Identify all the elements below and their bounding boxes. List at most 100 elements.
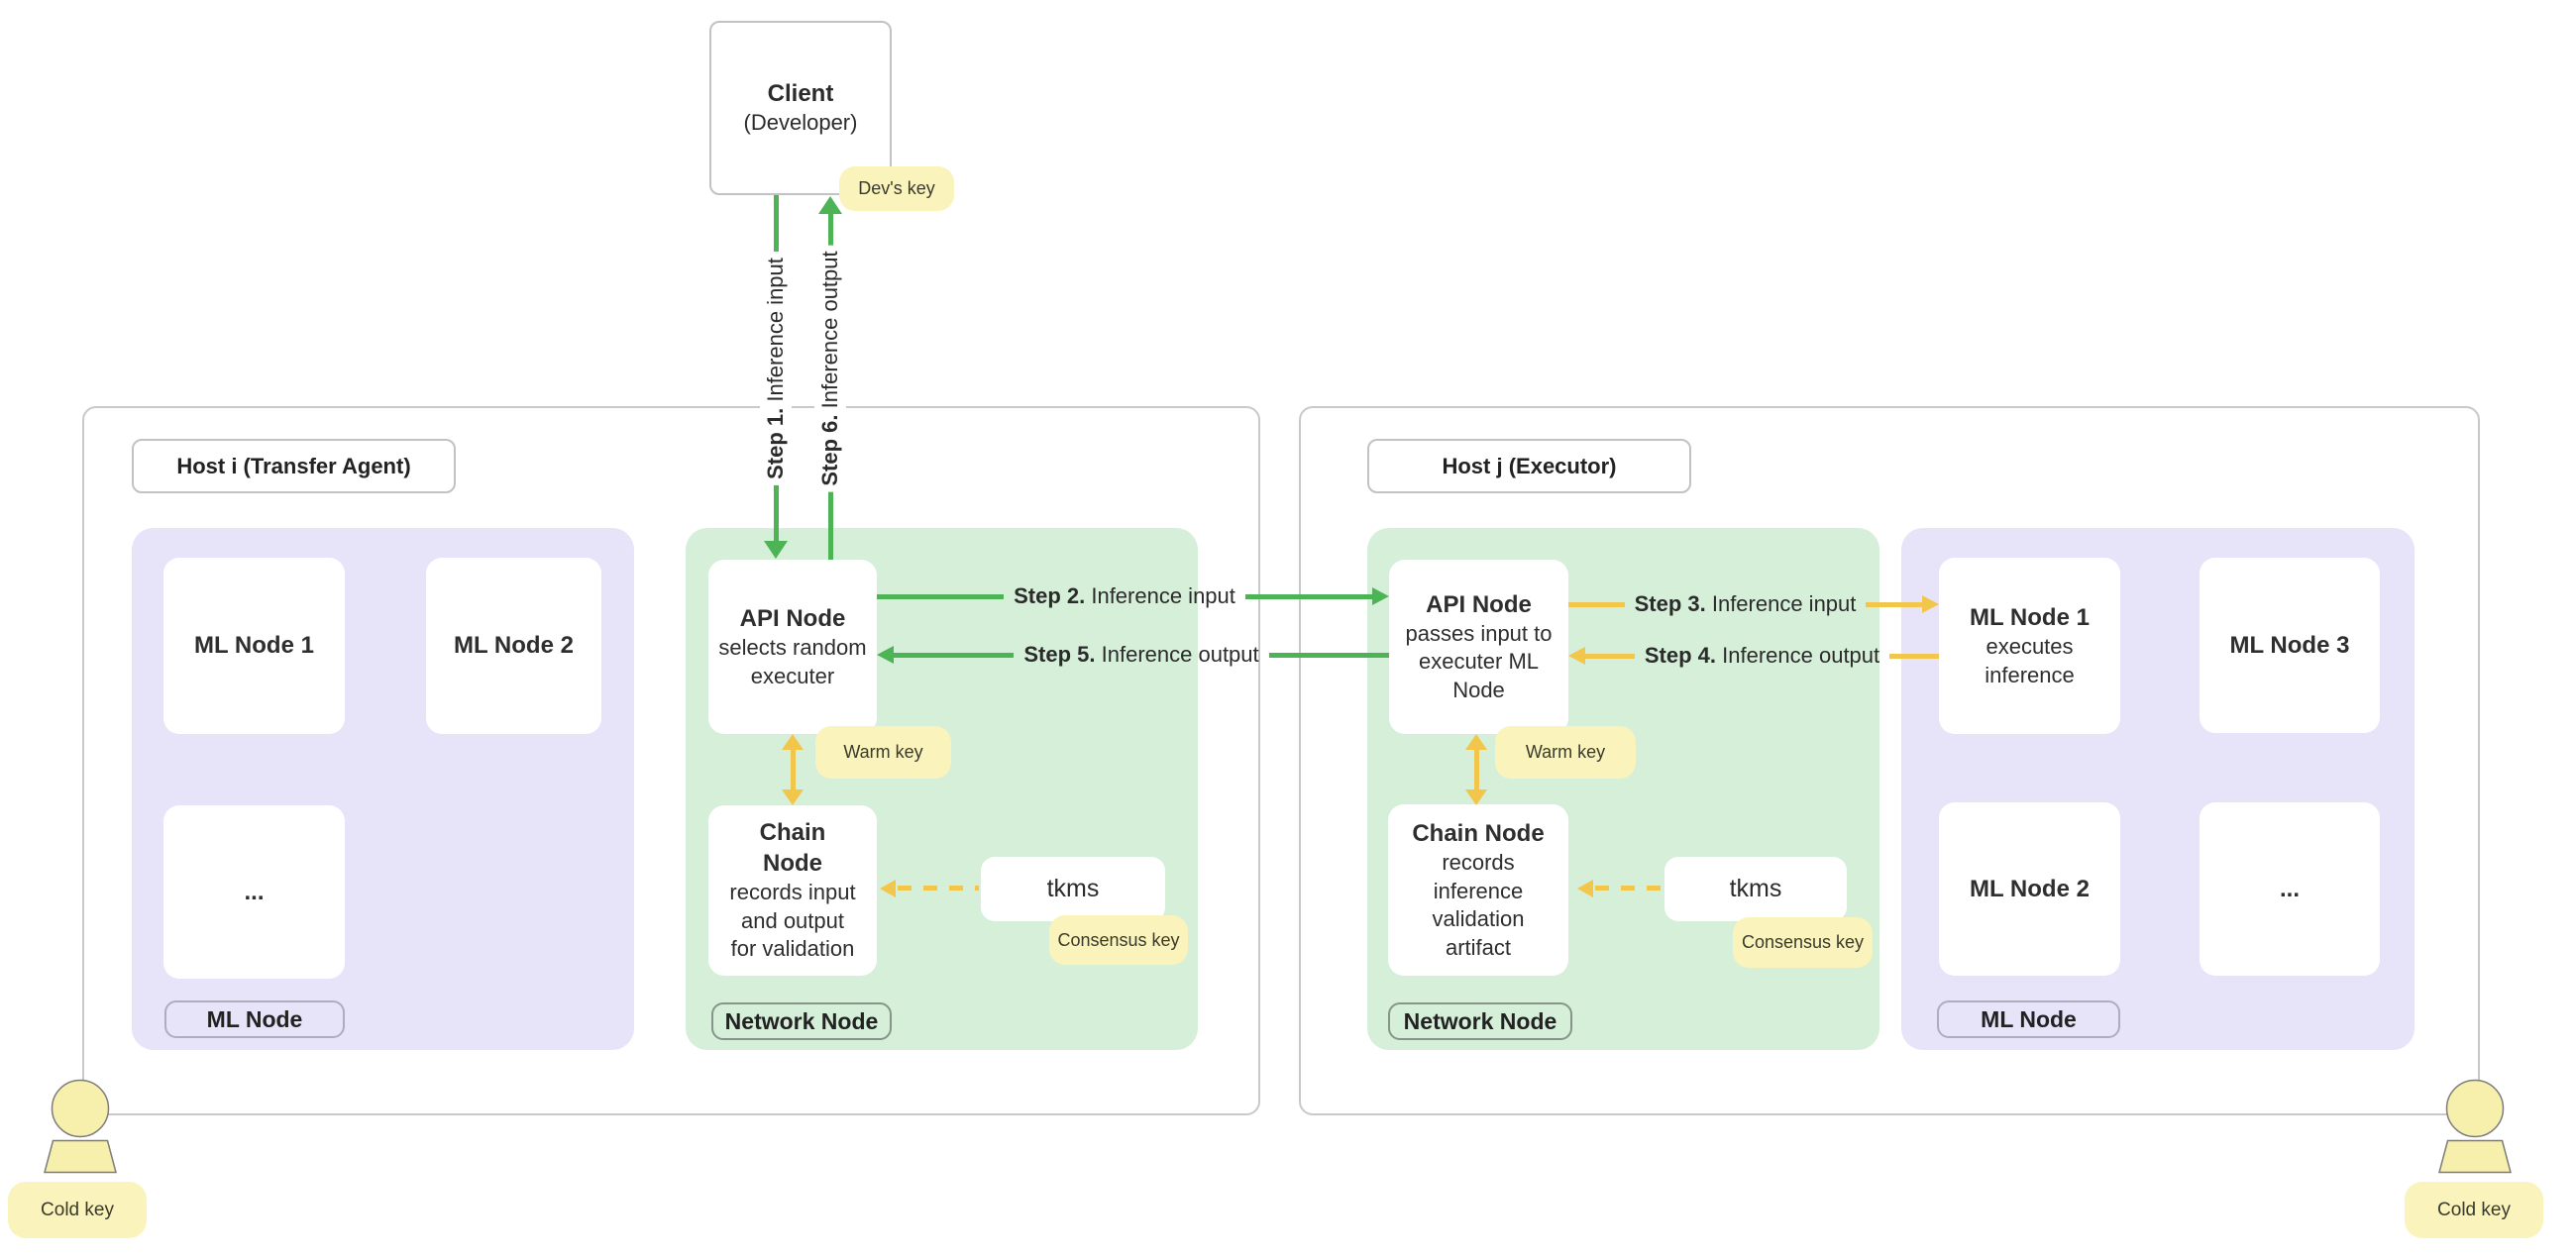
host-j-label: Host j (Executor) bbox=[1367, 439, 1691, 493]
host-j-consensus-key-badge: Consensus key bbox=[1733, 917, 1873, 968]
step6-arrow-line-top bbox=[828, 212, 833, 257]
host-i-api-node-title: API Node bbox=[739, 604, 846, 632]
host-i-tkms-dashed-line bbox=[898, 886, 979, 891]
host-j-ml-node-1-title: ML Node 1 bbox=[1970, 603, 2090, 631]
step6-arrowhead-up bbox=[818, 196, 842, 214]
host-j-warm-key-badge: Warm key bbox=[1495, 726, 1636, 779]
step6-label-text: Inference output bbox=[817, 251, 842, 415]
client-title: Client bbox=[767, 80, 834, 108]
step1-label-text: Inference input bbox=[763, 258, 788, 408]
host-j-box bbox=[1299, 406, 2480, 1115]
host-j-warm-arrow-line bbox=[1474, 747, 1479, 790]
step2-line-right bbox=[1244, 593, 1372, 599]
step2-label: Step 2. Inference input bbox=[1014, 583, 1235, 609]
step5-line-right bbox=[1268, 652, 1390, 658]
host-i-tkms-label: tkms bbox=[1046, 875, 1100, 902]
host-j-tkms-arrowhead-left bbox=[1577, 880, 1593, 897]
host-i-api-node: API Node selects random executer bbox=[708, 560, 877, 734]
step2-label-text: Inference input bbox=[1085, 583, 1235, 608]
host-j-cold-key-person-icon bbox=[2438, 1079, 2512, 1174]
host-i-chain-node-desc: records input and output for validation bbox=[729, 880, 856, 962]
host-i-ml-node-2-title: ML Node 2 bbox=[454, 632, 574, 660]
host-i-consensus-key-badge: Consensus key bbox=[1049, 915, 1188, 965]
step5-arrow: Step 5. Inference output bbox=[877, 641, 1390, 669]
host-j-ml-node-1-desc: executes inference bbox=[1985, 634, 2075, 687]
step6-label: Step 6. Inference output bbox=[814, 245, 846, 492]
host-j-api-node: API Node passes input to executer ML Nod… bbox=[1389, 560, 1568, 734]
host-i-ml-node-more: ... bbox=[163, 805, 345, 979]
host-i-cold-key-badge: Cold key bbox=[8, 1182, 147, 1238]
step5-arrowhead-left bbox=[877, 646, 894, 664]
host-i-warm-key-label: Warm key bbox=[843, 742, 923, 762]
host-i-label: Host i (Transfer Agent) bbox=[132, 439, 456, 493]
host-j-chain-node-desc: records inference validation artifact bbox=[1432, 849, 1525, 960]
host-i-api-node-desc: selects random executer bbox=[718, 635, 867, 688]
step5-label-bold: Step 5. bbox=[1023, 642, 1096, 667]
host-i-ml-node-more-title: ... bbox=[244, 878, 265, 905]
step3-label: Step 3. Inference input bbox=[1635, 591, 1857, 617]
devs-key-label: Dev's key bbox=[858, 178, 935, 198]
step3-line-left bbox=[1568, 601, 1625, 607]
host-j-ml-node-badge: ML Node bbox=[1937, 1000, 2120, 1038]
host-j-network-node-badge-text: Network Node bbox=[1403, 1007, 1557, 1034]
host-i-box bbox=[82, 406, 1260, 1115]
host-i-chain-node-title: Chain Node bbox=[759, 818, 826, 878]
step4-arrowhead-left bbox=[1568, 647, 1585, 665]
step2-arrow: Step 2. Inference input bbox=[877, 582, 1389, 610]
step4-arrow: Step 4. Inference output bbox=[1568, 642, 1940, 670]
host-i-warm-arrowhead-down bbox=[782, 789, 804, 805]
host-j-ml-node-1: ML Node 1 executes inference bbox=[1939, 558, 2120, 734]
step4-line-left bbox=[1585, 653, 1635, 659]
client-subtitle: (Developer) bbox=[743, 110, 858, 136]
host-i-network-node-badge: Network Node bbox=[711, 1002, 892, 1040]
host-i-network-node-badge-text: Network Node bbox=[724, 1007, 879, 1034]
host-i-tkms-box: tkms bbox=[981, 857, 1165, 921]
host-j-chain-node-title: Chain Node bbox=[1412, 819, 1545, 847]
host-i-label-text: Host i (Transfer Agent) bbox=[176, 453, 411, 478]
step6-arrow-line-bottom bbox=[828, 481, 833, 560]
host-j-network-node-badge: Network Node bbox=[1388, 1002, 1572, 1040]
host-i-ml-node-1-title: ML Node 1 bbox=[194, 632, 314, 660]
step3-line-right bbox=[1866, 601, 1922, 607]
host-j-cold-key-label: Cold key bbox=[2437, 1199, 2511, 1220]
host-j-warm-arrowhead-down bbox=[1465, 789, 1487, 805]
host-j-ml-node-more: ... bbox=[2200, 802, 2380, 976]
host-j-ml-node-3-title: ML Node 3 bbox=[2229, 631, 2350, 659]
host-j-api-node-title: API Node bbox=[1426, 590, 1532, 618]
step4-label: Step 4. Inference output bbox=[1645, 643, 1879, 669]
host-j-ml-node-2: ML Node 2 bbox=[1939, 802, 2120, 976]
host-i-consensus-key-label: Consensus key bbox=[1057, 929, 1180, 950]
step1-label: Step 1. Inference input bbox=[760, 252, 792, 485]
host-i-ml-node-2: ML Node 2 bbox=[426, 558, 601, 734]
step5-line-left bbox=[894, 652, 1015, 658]
step4-label-bold: Step 4. bbox=[1644, 643, 1717, 668]
step1-arrowhead-down bbox=[764, 541, 788, 559]
host-j-ml-node-3: ML Node 3 bbox=[2200, 558, 2380, 733]
step5-label: Step 5. Inference output bbox=[1023, 642, 1258, 668]
step2-line-left bbox=[877, 593, 1005, 599]
step1-label-bold: Step 1. bbox=[763, 407, 788, 479]
host-j-warm-key-label: Warm key bbox=[1525, 742, 1606, 762]
step4-label-text: Inference output bbox=[1716, 643, 1880, 668]
host-j-chain-node: Chain Node records inference validation … bbox=[1388, 804, 1568, 976]
host-i-ml-node-1: ML Node 1 bbox=[163, 558, 345, 734]
step3-arrow: Step 3. Inference input bbox=[1568, 590, 1939, 618]
step3-label-text: Inference input bbox=[1705, 591, 1857, 616]
client-box: Client (Developer) bbox=[709, 21, 892, 195]
step3-label-bold: Step 3. bbox=[1634, 591, 1706, 616]
host-j-tkms-label: tkms bbox=[1729, 875, 1782, 902]
host-i-tkms-arrowhead-left bbox=[880, 880, 896, 897]
host-i-cold-key-label: Cold key bbox=[41, 1199, 114, 1220]
host-j-cold-key-badge: Cold key bbox=[2405, 1182, 2543, 1238]
step2-label-bold: Step 2. bbox=[1014, 583, 1086, 608]
host-i-ml-node-badge-text: ML Node bbox=[206, 1005, 303, 1032]
host-j-tkms-box: tkms bbox=[1664, 857, 1847, 921]
host-j-warm-arrowhead-up bbox=[1465, 734, 1487, 750]
host-i-warm-arrowhead-up bbox=[782, 734, 804, 750]
host-j-ml-node-more-title: ... bbox=[2279, 875, 2300, 902]
host-j-ml-node-2-title: ML Node 2 bbox=[1970, 875, 2090, 902]
step3-arrowhead-right bbox=[1922, 595, 1939, 613]
host-j-consensus-key-label: Consensus key bbox=[1741, 932, 1865, 952]
host-j-api-node-desc: passes input to executer ML Node bbox=[1405, 620, 1553, 702]
